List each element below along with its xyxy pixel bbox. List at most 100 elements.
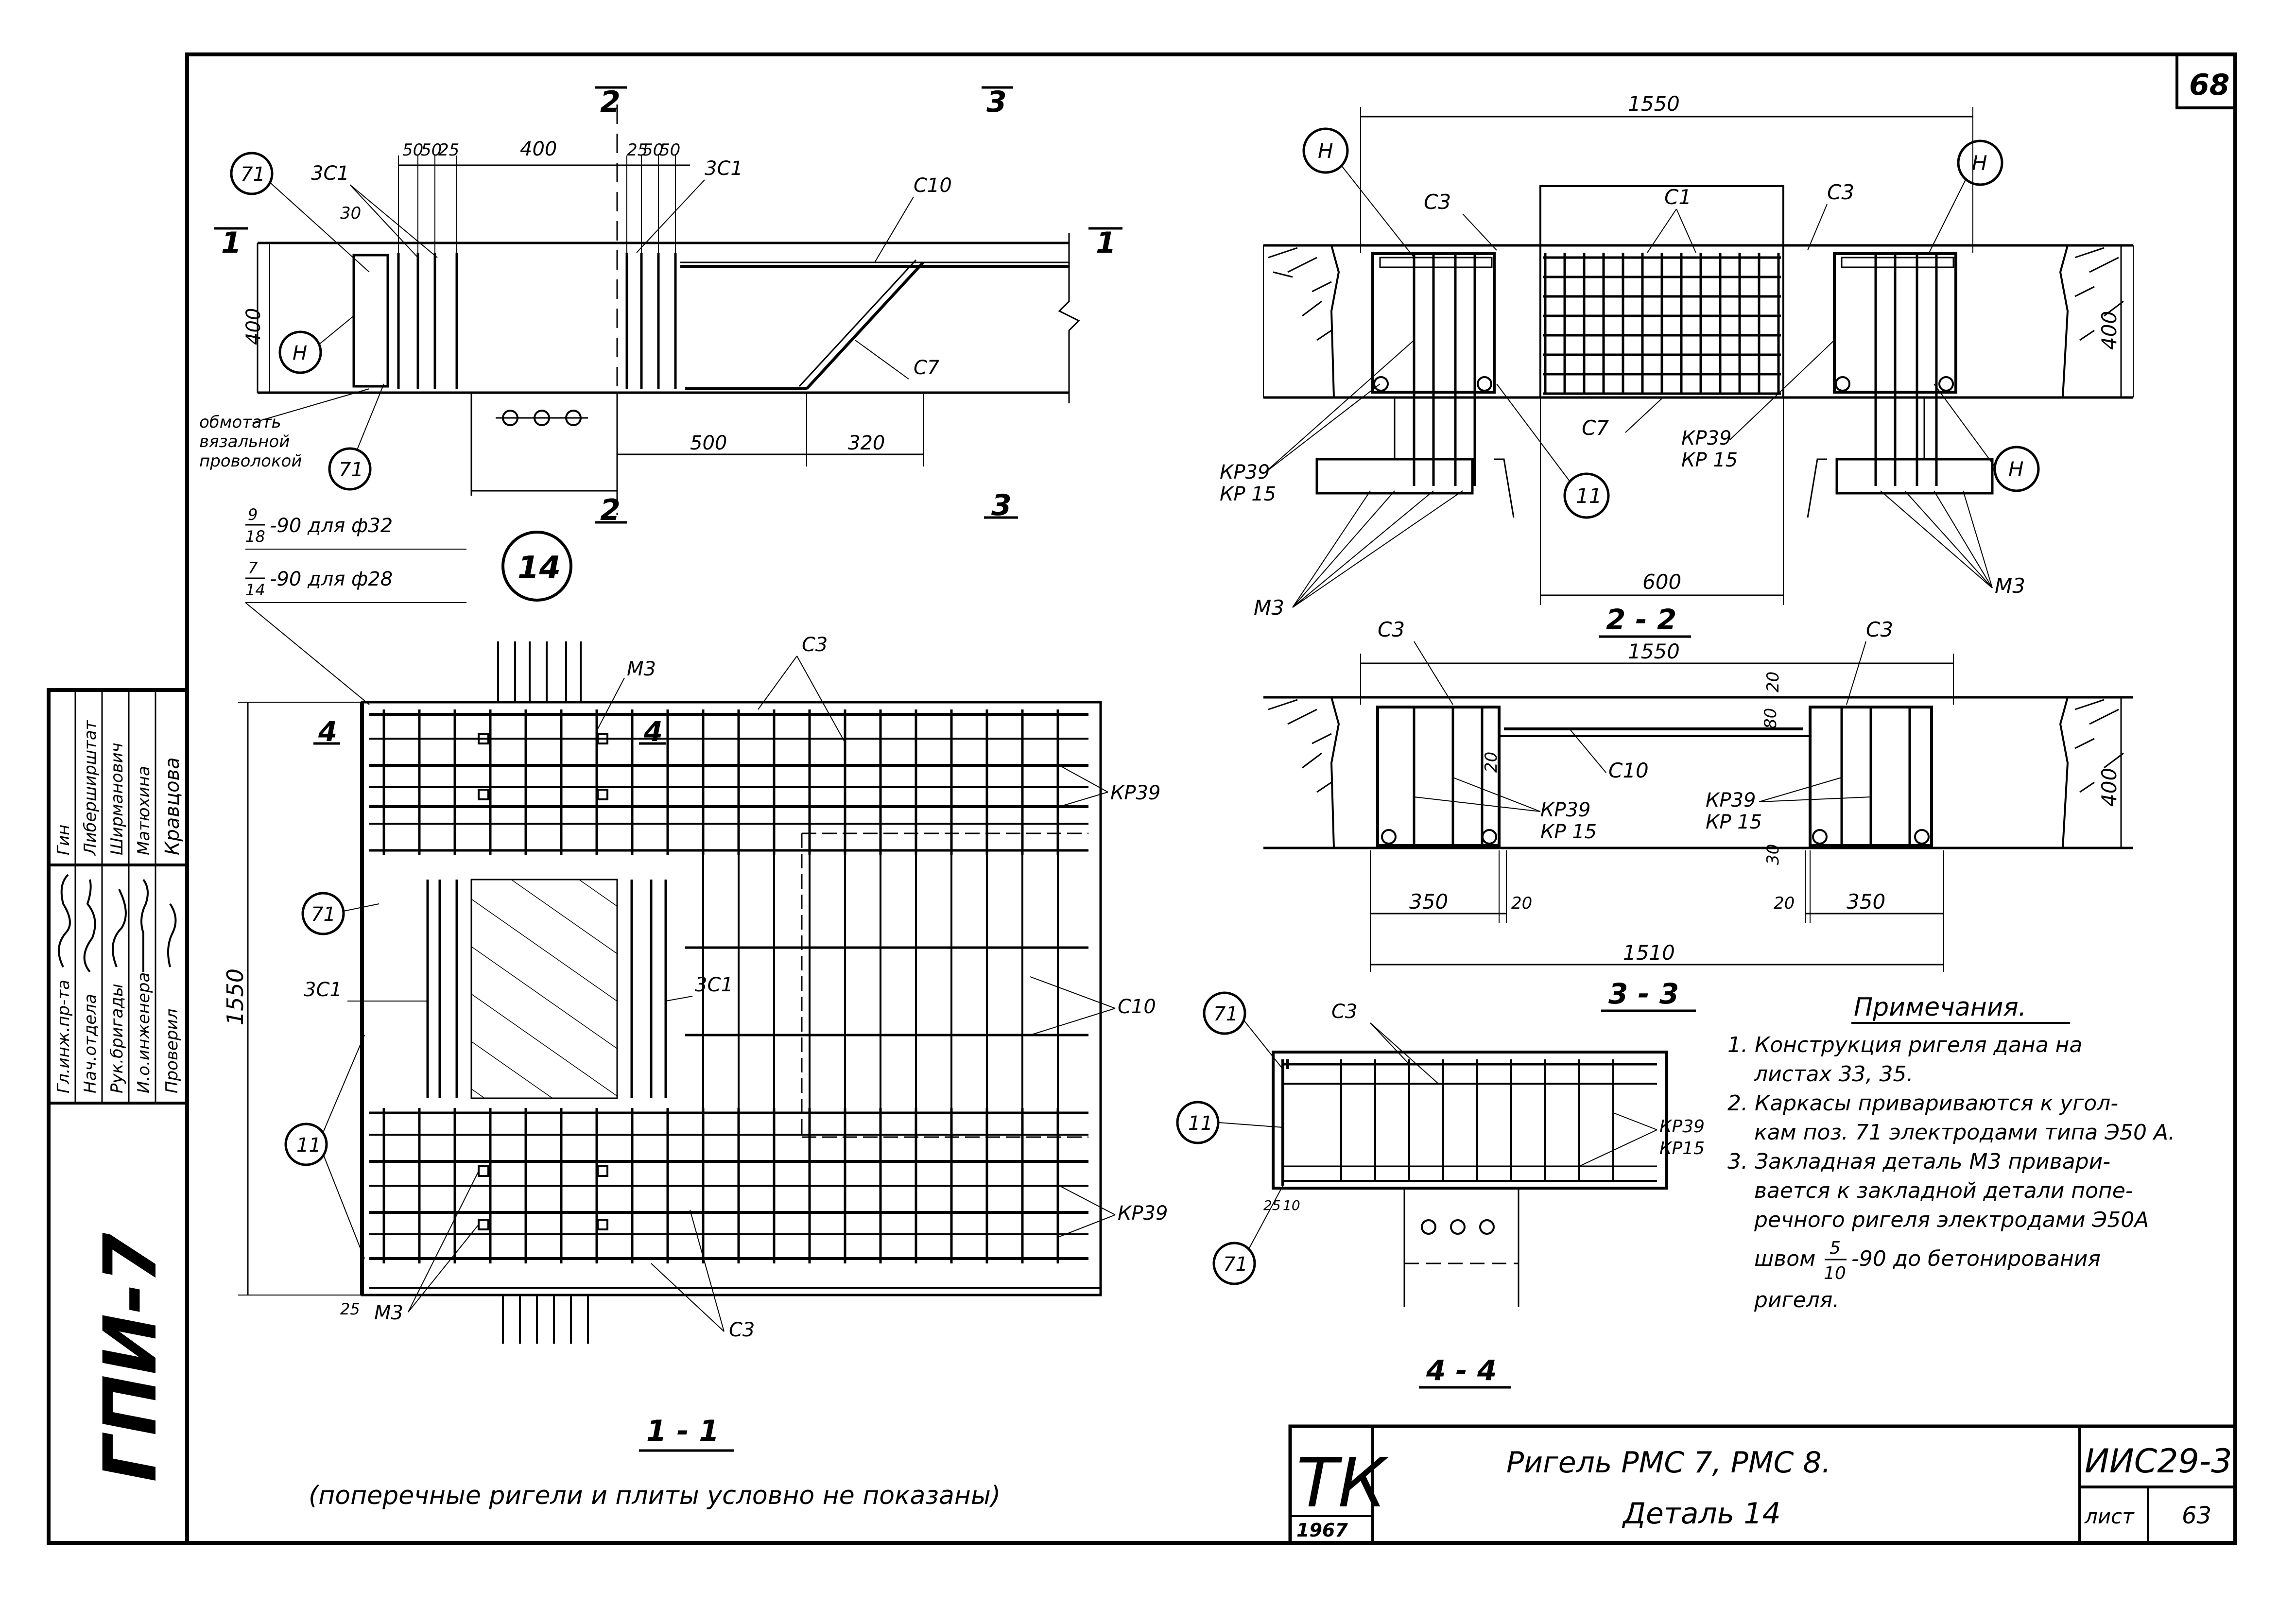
drawing-title: Ригель РМС 7, РМС 8. bbox=[1506, 1446, 1831, 1480]
label-KP39: КР39 bbox=[1110, 782, 1160, 804]
label-C3: С3 bbox=[1331, 1001, 1357, 1023]
label-KP39: КР39 bbox=[1706, 789, 1756, 812]
label-C10: С10 bbox=[1608, 759, 1649, 782]
cage-bars-bottom bbox=[369, 1111, 1088, 1260]
note-line: вается к закладной детали попе- bbox=[1754, 1178, 2133, 1203]
weld-notes: 9 18 -90 для ф32 7 14 -90 для ф28 14 bbox=[245, 505, 572, 705]
label-KP15: КР 15 bbox=[1220, 483, 1276, 505]
note-weld-num: 5 bbox=[1830, 1238, 1841, 1258]
staff-name: Ширманович bbox=[107, 743, 127, 855]
section-3-3: 1550 1510 350 350 20 20 20 80 20 30 400 … bbox=[1263, 618, 2133, 1012]
column-bars bbox=[497, 641, 589, 1344]
dim-label: 25 bbox=[340, 1300, 360, 1318]
label-KP39: КР39 bbox=[1540, 799, 1590, 821]
label-C10: С10 bbox=[914, 174, 952, 197]
section-title: 3 - 3 bbox=[1608, 977, 1679, 1010]
staff-table: Гл.инж.пр-та Нач.отдела Рук.бригады И.о.… bbox=[49, 690, 187, 1105]
weld-num: 9 bbox=[248, 505, 258, 524]
dim-label: 1510 bbox=[1623, 941, 1675, 965]
stamp-letters: ТК bbox=[1296, 1444, 1389, 1523]
section-2-2: 1550 600 400 Н Н Н С3 С3 С1 С7 КР39 КР 1… bbox=[1220, 92, 2134, 638]
dim-label: 1550 bbox=[1628, 92, 1680, 116]
label-M3: М3 bbox=[374, 1302, 403, 1324]
weld-den: 14 bbox=[245, 581, 265, 599]
label-M3: М3 bbox=[1254, 596, 1284, 620]
note-line: 1. Конструкция ригеля дана на bbox=[1727, 1033, 2082, 1057]
weld-den: 18 bbox=[245, 527, 265, 546]
dim-label: 20 bbox=[1763, 672, 1783, 692]
embed-plates bbox=[478, 733, 608, 1230]
note-line: речного ригеля электродами Э50А bbox=[1754, 1208, 2149, 1232]
note-line: -90 до бетонирования bbox=[1851, 1246, 2101, 1271]
note-line: 2. Каркасы привариваются к угол- bbox=[1727, 1091, 2118, 1116]
dim-label: 30 bbox=[1763, 844, 1783, 865]
sheet-number: 68 bbox=[2189, 68, 2230, 102]
notes: Примечания. 1. Конструкция ригеля дана н… bbox=[1727, 993, 2175, 1313]
position-71: 71 bbox=[241, 163, 265, 186]
note-line: 3. Закладная деталь М3 привари- bbox=[1727, 1149, 2110, 1174]
position-71: 71 bbox=[1213, 1003, 1238, 1025]
position-11: 11 bbox=[1188, 1112, 1213, 1135]
label-C3: С3 bbox=[1378, 618, 1405, 641]
sheet-label: лист bbox=[2084, 1504, 2135, 1528]
section-1-1: 1550 25 М3 С3 КР39 С10 КР39 С3 М3 71 3С1… bbox=[222, 634, 1168, 1510]
dim-label: 320 bbox=[848, 432, 885, 454]
cage-bars-top bbox=[369, 713, 1088, 852]
dim-label: 1550 bbox=[1628, 639, 1680, 663]
label-KP39: КР39 bbox=[1220, 461, 1270, 484]
sheet-no: 63 bbox=[2182, 1502, 2211, 1529]
label-3C1: 3С1 bbox=[695, 974, 733, 996]
org-code: ГПИ-7 bbox=[88, 1232, 173, 1482]
dim-label: 350 bbox=[1847, 890, 1885, 914]
dim-label: 30 bbox=[340, 204, 361, 223]
position-11: 11 bbox=[1576, 484, 1602, 508]
label-C7: С7 bbox=[1582, 416, 1609, 440]
staff-role: И.о.инженера bbox=[134, 972, 154, 1093]
label-KP15: КР 15 bbox=[1706, 811, 1762, 833]
title-block: ТК 1967 Ригель РМС 7, РМС 8. Деталь 14 И… bbox=[1288, 1424, 2237, 1545]
cut-mark: 3 bbox=[986, 85, 1007, 119]
wrap-note: проволокой bbox=[199, 451, 302, 471]
note-line: кам поз. 71 электродами типа Э50 А. bbox=[1754, 1120, 2175, 1145]
dim-label: 1550 bbox=[222, 968, 248, 1025]
dim-label: 20 bbox=[1774, 894, 1795, 913]
label-KP39: КР39 bbox=[1681, 427, 1731, 449]
dim-label: 500 bbox=[690, 432, 727, 454]
staff-name: Матюхина bbox=[134, 766, 154, 855]
note-line: листах 33, 35. bbox=[1754, 1062, 1913, 1087]
wrap-note: обмотать bbox=[199, 413, 281, 432]
sheet-number-box: 68 bbox=[2175, 53, 2237, 109]
dim-label: 25 bbox=[438, 140, 459, 160]
position-H: Н bbox=[2008, 457, 2024, 481]
label-C1: С1 bbox=[1664, 185, 1692, 209]
dim-label: 400 bbox=[520, 138, 557, 160]
label-C3: С3 bbox=[729, 1319, 755, 1341]
section-4-4: 71 11 71 С3 КР39 КР15 25 10 4 - 4 bbox=[1176, 991, 1705, 1389]
staff-name: Кравцова bbox=[161, 757, 184, 855]
note-line: ригеля. bbox=[1754, 1288, 1839, 1313]
sheet-frame: Гл.инж.пр-та Нач.отдела Рук.бригады И.о.… bbox=[47, 52, 2237, 1545]
dim-label: 50 bbox=[642, 140, 663, 160]
dim-label: 350 bbox=[1409, 890, 1448, 914]
label-M3: М3 bbox=[627, 658, 656, 680]
label-C3: С3 bbox=[1827, 180, 1854, 204]
position-71: 71 bbox=[311, 903, 336, 926]
detail-marker: 14 bbox=[518, 550, 561, 586]
label-C3: С3 bbox=[802, 634, 828, 656]
signatures bbox=[58, 874, 177, 973]
weld-text: -90 для ф28 bbox=[270, 568, 393, 590]
mesh-C1 bbox=[1543, 253, 1781, 395]
drawing-subtitle: Деталь 14 bbox=[1622, 1497, 1781, 1531]
weld-text: -90 для ф32 bbox=[270, 515, 393, 537]
label-3C1: 3С1 bbox=[705, 157, 743, 180]
dim-label: 400 bbox=[242, 308, 265, 345]
position-71: 71 bbox=[1223, 1253, 1248, 1276]
dim-label: 80 bbox=[1761, 708, 1780, 729]
position-H: Н bbox=[1318, 139, 1333, 163]
cage-3C1 bbox=[426, 880, 667, 1098]
stamp-year: 1967 bbox=[1296, 1520, 1348, 1541]
label-C10: С10 bbox=[1118, 996, 1156, 1018]
dim-label: 10 bbox=[1283, 1197, 1300, 1213]
staff-role: Рук.бригады bbox=[107, 984, 127, 1093]
weld-num: 7 bbox=[248, 559, 258, 577]
